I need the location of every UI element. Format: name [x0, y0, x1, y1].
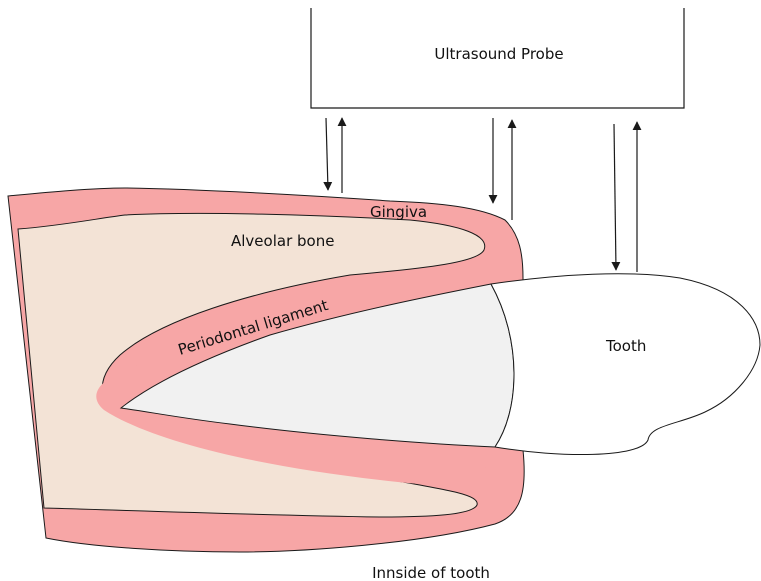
tooth-crown — [491, 274, 760, 455]
tooth-label: Tooth — [605, 337, 646, 355]
arrow-down-1 — [326, 118, 328, 190]
arrow-down-3 — [614, 124, 616, 270]
probe-label: Ultrasound Probe — [434, 45, 563, 63]
gingiva-label: Gingiva — [370, 203, 427, 221]
inside-of-tooth-label: Innside of tooth — [372, 564, 490, 581]
alveolar-bone-label: Alveolar bone — [231, 232, 334, 250]
